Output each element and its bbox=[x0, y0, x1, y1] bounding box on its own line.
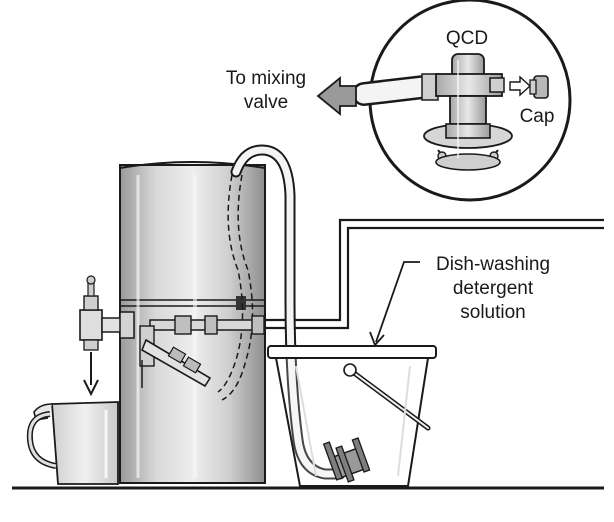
tank-clamp bbox=[236, 296, 246, 310]
pitcher bbox=[26, 401, 119, 485]
drain-hose bbox=[230, 144, 346, 480]
label-to-mixing-line2: valve bbox=[244, 92, 288, 113]
label-detergent-line3: solution bbox=[460, 302, 526, 323]
detergent-leader bbox=[369, 261, 420, 347]
label-qcd: QCD bbox=[446, 28, 488, 49]
label-to-mixing-line1: To mixing bbox=[226, 68, 306, 89]
label-cap: Cap bbox=[520, 106, 555, 127]
supply-line bbox=[262, 218, 604, 330]
flow-down-arrow bbox=[83, 352, 99, 397]
label-detergent-line2: detergent bbox=[453, 278, 534, 299]
internal-hose-dashed bbox=[217, 174, 254, 401]
tank-line-fittings bbox=[139, 315, 265, 388]
submerged-parts bbox=[322, 437, 371, 483]
bucket bbox=[267, 345, 437, 487]
qcd-detail-inset bbox=[352, 0, 572, 202]
dispense-valve bbox=[79, 275, 135, 351]
qcd-body bbox=[423, 53, 513, 171]
label-detergent-line1: Dish-washing bbox=[436, 254, 550, 275]
inset-hose bbox=[352, 73, 444, 106]
cap-arrow bbox=[509, 75, 532, 97]
cap bbox=[529, 75, 549, 99]
to-mixing-valve-arrow bbox=[316, 76, 357, 116]
